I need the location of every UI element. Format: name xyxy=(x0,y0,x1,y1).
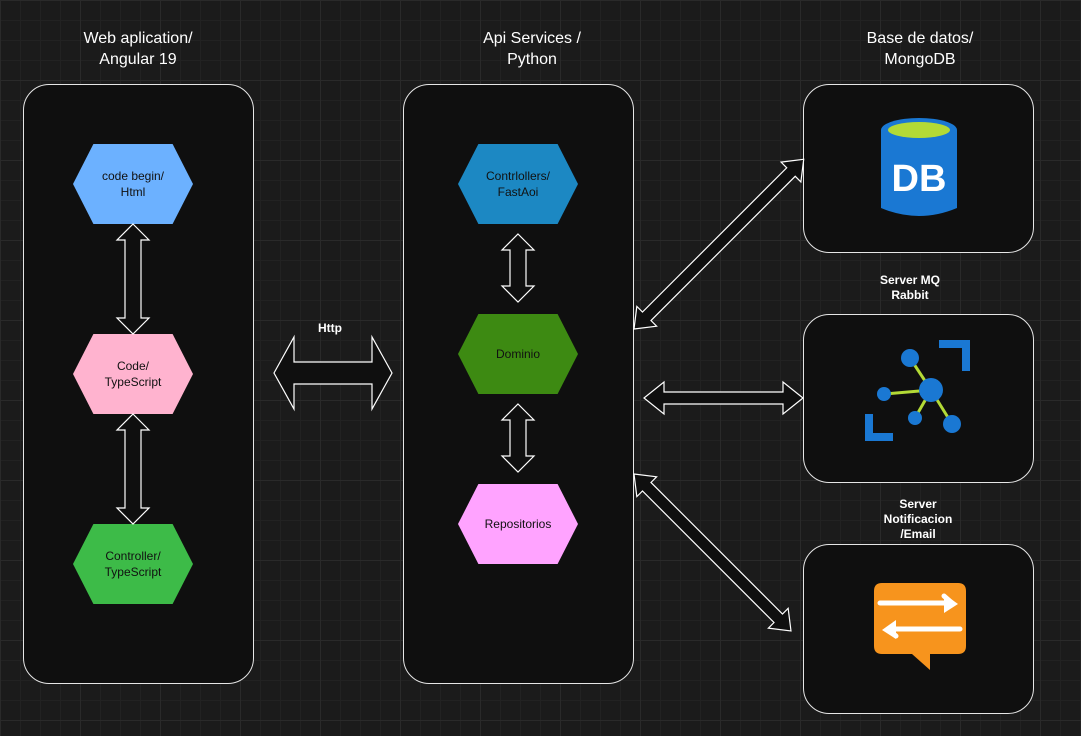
repositorios-node[interactable]: Repositorios xyxy=(458,484,578,564)
api-section-title: Api Services / Python xyxy=(483,30,581,68)
controllers-fastapi-node[interactable]: Contrlollers/ FastAoi xyxy=(458,144,578,224)
server-notificacion-label: Server Notificacion /Email xyxy=(883,497,953,541)
repositorios-label: Repositorios xyxy=(484,517,552,531)
api-mq-arrow[interactable] xyxy=(643,380,804,416)
dominio-node[interactable]: Dominio xyxy=(458,314,578,394)
code-begin-html-node[interactable]: code begin/ Html xyxy=(73,144,193,224)
http-label: Http xyxy=(318,321,342,335)
arrow-codebegin-code[interactable] xyxy=(115,223,151,335)
arrow-dominio-repositorios[interactable] xyxy=(500,403,536,473)
message-queue-panel[interactable] xyxy=(803,314,1034,483)
api-db-arrow[interactable] xyxy=(624,149,814,339)
code-typescript-node[interactable]: Code/ TypeScript xyxy=(73,334,193,414)
api-notification-arrow[interactable] xyxy=(624,464,801,641)
web-section-title: Web aplication/ Angular 19 xyxy=(83,30,193,68)
notification-email-icon xyxy=(874,583,966,670)
controllers-fastapi-label: Contrlollers/ FastAoi xyxy=(485,169,551,199)
controller-typescript-node[interactable]: Controller/ TypeScript xyxy=(73,524,193,604)
code-typescript-label: Code/ TypeScript xyxy=(104,359,162,389)
http-arrow[interactable] xyxy=(273,334,393,412)
code-begin-html-label: code begin/ Html xyxy=(101,169,165,199)
db-section-title: Base de datos/ MongoDB xyxy=(866,30,974,68)
arrow-code-controller[interactable] xyxy=(115,413,151,525)
dominio-label: Dominio xyxy=(495,347,540,361)
database-icon: DB xyxy=(881,118,957,216)
controller-typescript-label: Controller/ TypeScript xyxy=(104,549,162,579)
arrow-controllers-dominio[interactable] xyxy=(500,233,536,303)
db-icon-text: DB xyxy=(892,158,947,200)
server-mq-label: Server MQ Rabbit xyxy=(879,273,941,302)
message-queue-icon xyxy=(865,340,970,441)
